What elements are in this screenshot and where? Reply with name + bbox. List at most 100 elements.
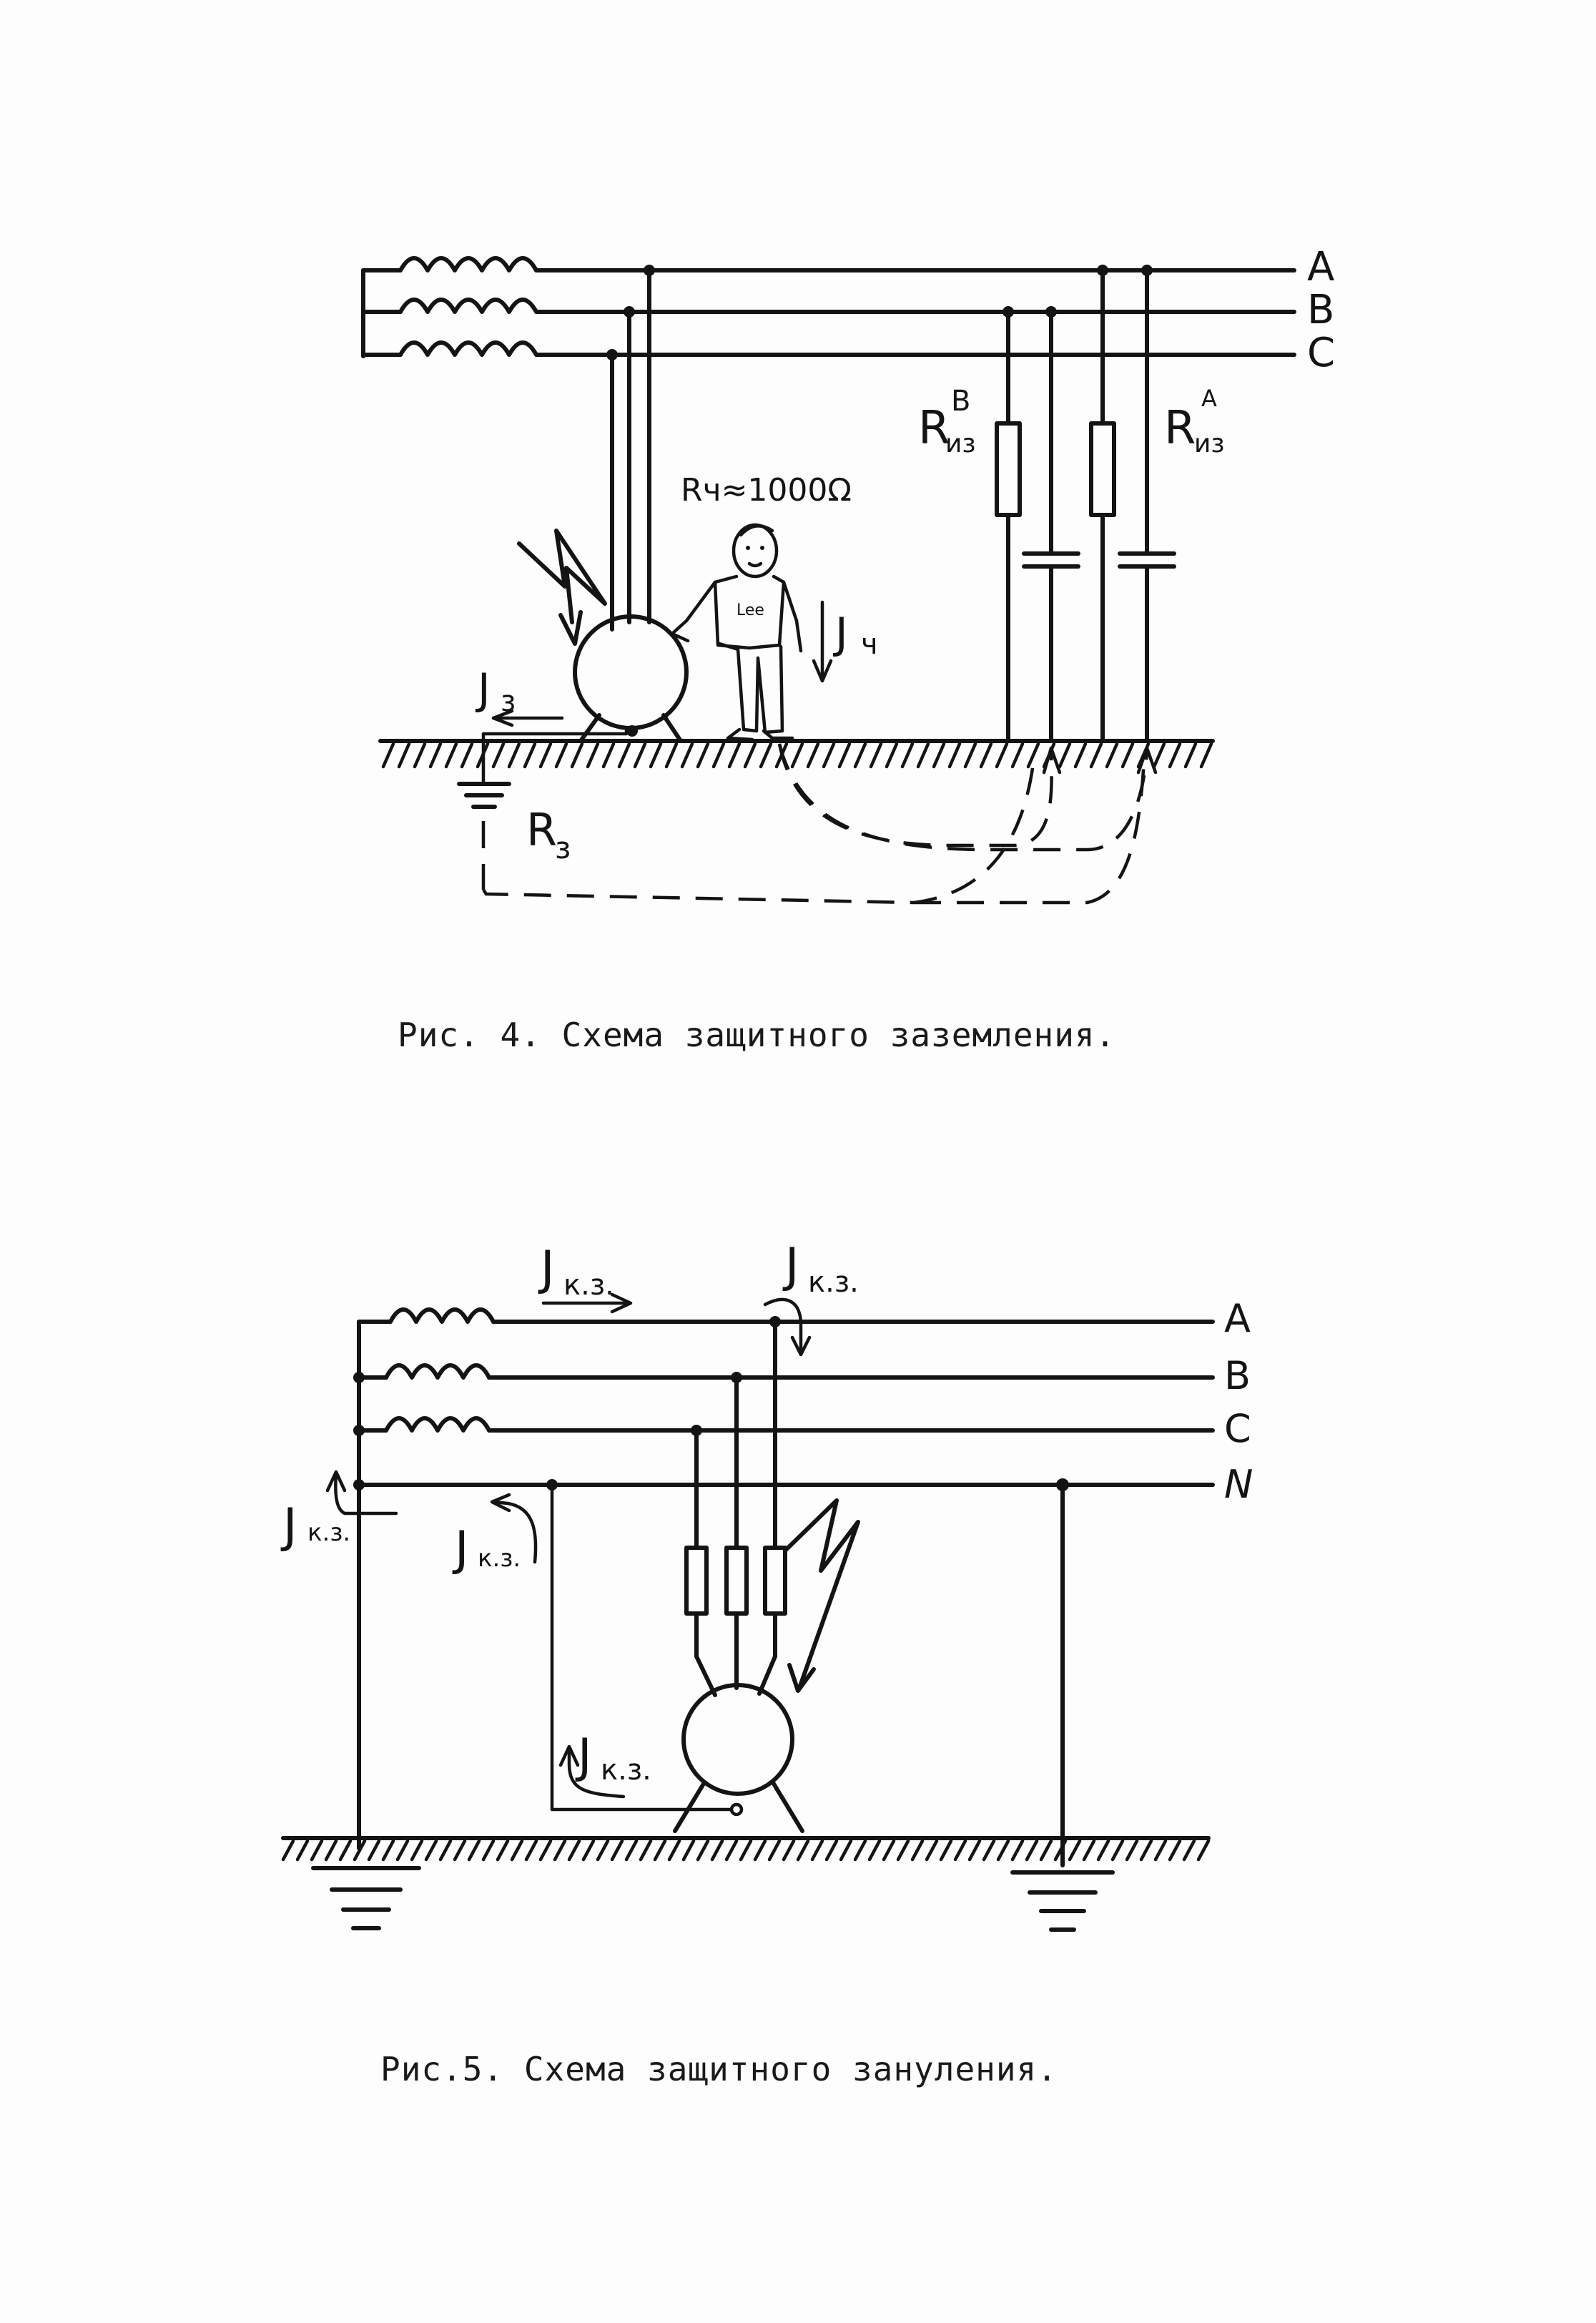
sc-current-arrow-top-left [541, 1292, 633, 1314]
hatch-mark [1039, 1839, 1053, 1862]
hatch-mark [1196, 1839, 1211, 1862]
hatch-mark [910, 1839, 925, 1862]
hatch-mark [967, 1839, 982, 1862]
hatch-mark [1139, 1839, 1153, 1862]
hatch-mark [624, 1839, 639, 1862]
sc-current-label-top-left: J [538, 1241, 554, 1296]
hatch-mark [1168, 1839, 1182, 1862]
hatch-mark [507, 742, 521, 769]
sc-current-label-top-right: J [782, 1238, 799, 1293]
hatch-mark [444, 742, 458, 769]
hatch-mark [869, 742, 883, 769]
hatch-mark [617, 742, 631, 769]
hatch-mark [867, 1839, 882, 1862]
hatch-mark [900, 742, 915, 769]
hatch-mark [554, 742, 568, 769]
insulation-resistance-b-superscript: B [951, 385, 970, 418]
insulation-resistance-b-subscript: из [945, 429, 976, 458]
generator-windings [361, 256, 544, 358]
ground-electrode-icon-left [311, 1866, 421, 1930]
shirt-print: Lee [737, 601, 764, 619]
hatch-mark [510, 1839, 524, 1862]
fault-lightning-icon [517, 529, 607, 646]
sc-current-arrow-top-right [763, 1297, 812, 1357]
hatch-mark [995, 742, 1009, 769]
hatch-mark [1082, 1839, 1096, 1862]
hatch-mark [570, 742, 584, 769]
sc-current-subscript-frame: к.з. [601, 1754, 651, 1787]
hatch-mark [925, 1839, 939, 1862]
hatch-mark [696, 742, 710, 769]
hatch-mark [1110, 1839, 1125, 1862]
hatch-mark [428, 742, 443, 769]
hatch-mark [397, 742, 411, 769]
sc-current-arrow-neutral [490, 1493, 538, 1564]
sc-current-arrow-left [325, 1470, 398, 1516]
hatch-mark [947, 742, 962, 769]
phase-label-c-5: C [1224, 1406, 1251, 1451]
hatch-mark [839, 1839, 853, 1862]
hatch-mark [453, 1839, 467, 1862]
hatch-mark [824, 1839, 839, 1862]
body-current-label: J [832, 609, 848, 659]
hatch-mark [281, 1839, 295, 1862]
ground-electrode-icon-right [1010, 1870, 1115, 1932]
phase-label-c: C [1307, 330, 1335, 376]
hatch-mark [601, 742, 616, 769]
ground-resistance-subscript: з [555, 830, 571, 865]
hatch-mark [664, 742, 679, 769]
hatch-mark [916, 742, 930, 769]
phase-label-b-5: B [1224, 1353, 1251, 1398]
hatch-mark [810, 1839, 824, 1862]
hatch-mark [649, 742, 663, 769]
insulation-phase-a [1089, 265, 1176, 743]
hatch-mark [996, 1839, 1010, 1862]
earth-hatching [381, 742, 1213, 769]
hatch-mark [896, 1839, 910, 1862]
hatch-mark [1125, 1839, 1139, 1862]
hatch-mark [581, 1839, 596, 1862]
hatch-mark [553, 1839, 567, 1862]
hatch-mark [759, 742, 773, 769]
hatch-mark [885, 742, 899, 769]
hatch-mark [796, 1839, 810, 1862]
hatch-mark [496, 1839, 510, 1862]
phase-label-a-5: A [1224, 1296, 1251, 1341]
hatch-mark [295, 1839, 310, 1862]
hatch-mark [822, 742, 836, 769]
sc-current-label-left: J [280, 1498, 297, 1553]
hatch-mark [953, 1839, 967, 1862]
hatch-mark [1153, 1839, 1168, 1862]
hatch-mark [1010, 742, 1025, 769]
hatch-mark [1096, 1839, 1110, 1862]
hatch-mark [524, 1839, 538, 1862]
hatch-mark [410, 1839, 424, 1862]
hatch-mark [353, 1839, 367, 1862]
hatch-mark [1168, 742, 1182, 769]
figure-4-caption: Рис. 4. Схема защитного заземления. [398, 1016, 1116, 1054]
hatch-mark [1053, 1839, 1068, 1862]
ground-electrode-icon [457, 782, 511, 809]
hatch-mark [596, 1839, 610, 1862]
hatch-mark [1199, 742, 1213, 769]
hatch-mark [491, 742, 506, 769]
insulation-resistance-a-superscript: A [1201, 385, 1217, 412]
insulation-resistance-a-subscript: из [1194, 429, 1225, 458]
hatch-mark [939, 1839, 953, 1862]
hatch-mark [586, 742, 600, 769]
hatch-mark [1026, 742, 1040, 769]
hatch-mark [1010, 1839, 1025, 1862]
ground-current-arrow [491, 709, 564, 727]
motor-housing [573, 614, 689, 743]
hatch-mark [806, 742, 820, 769]
hatch-mark [367, 1839, 381, 1862]
earth-hatching-5 [281, 1839, 1211, 1862]
hatch-mark [467, 1839, 481, 1862]
sc-current-subscript-top-left: к.з. [563, 1269, 614, 1302]
earth-current-paths [481, 743, 1149, 905]
phase-label-b: B [1307, 287, 1334, 333]
hatch-mark [837, 742, 852, 769]
hatch-mark [1068, 1839, 1082, 1862]
